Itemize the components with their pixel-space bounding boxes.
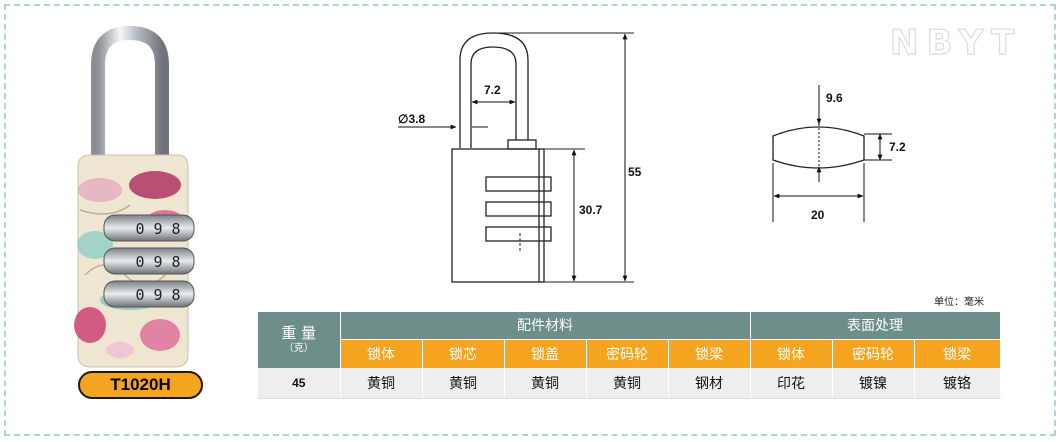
dim-shackle-diameter: ∅3.8 (398, 112, 425, 126)
dial-digit: 0 (135, 220, 144, 238)
table-cell: 镀铬 (914, 368, 1001, 399)
dial-digit: 9 (153, 253, 162, 271)
dim-side-depth: 9.6 (826, 91, 843, 105)
dial-digit: 9 (153, 286, 162, 304)
dashed-frame (4, 4, 1056, 436)
column-header: 锁梁 (668, 338, 751, 368)
dim-shackle-width: 7.2 (484, 83, 501, 97)
column-header: 密码轮 (832, 338, 915, 368)
group-parts-header: 配件材料 (340, 312, 751, 339)
dim-total-height: 55 (628, 165, 642, 179)
unit-note: 单位：毫米 (934, 297, 984, 308)
dial-digit: 8 (171, 286, 180, 304)
dim-side-thickness: 7.2 (889, 140, 906, 154)
dial-digit: 0 (135, 286, 144, 304)
column-header: 锁盖 (504, 338, 587, 368)
model-badge: T1020H (78, 371, 203, 399)
table-cell: 印花 (750, 368, 833, 399)
dial-digit: 9 (153, 220, 162, 238)
padlock-photo: 0 9 8 0 9 8 0 9 8 (74, 25, 195, 368)
dial-digit: 8 (171, 220, 180, 238)
group-surface-header: 表面处理 (750, 312, 1001, 339)
table-cell: 镀镍 (832, 368, 915, 399)
table-row: 45 黄铜 黄铜 黄铜 黄铜 钢材 印花 镀镍 镀铬 (258, 368, 1001, 399)
column-header: 锁体 (750, 338, 833, 368)
technical-drawing: 7.2 ∅3.8 55 30.7 9.6 7.2 20 (398, 32, 906, 283)
table-cell: 黄铜 (586, 368, 669, 399)
dim-body-height: 30.7 (579, 203, 603, 217)
column-header: 密码轮 (586, 338, 669, 368)
dial-digit: 8 (171, 253, 180, 271)
table-cell: 黄铜 (422, 368, 505, 399)
weight-value: 45 (258, 368, 341, 399)
dim-side-width: 20 (811, 208, 825, 222)
dial-digit: 0 (135, 253, 144, 271)
column-header: 锁梁 (914, 338, 1001, 368)
svg-text:NBYT: NBYT (890, 23, 1022, 60)
column-header: 锁芯 (422, 338, 505, 368)
brand-watermark: NBYT (889, 22, 1022, 60)
table-cell: 黄铜 (504, 368, 587, 399)
weight-header: 重 量 （克） (258, 312, 341, 368)
table-cell: 钢材 (668, 368, 751, 399)
table-cell: 黄铜 (340, 368, 423, 399)
column-header: 锁体 (340, 338, 423, 368)
spec-table: 重 量 （克） 配件材料 表面处理 锁体 锁芯 锁盖 密码轮 锁梁 锁体 密码轮… (258, 312, 1001, 399)
